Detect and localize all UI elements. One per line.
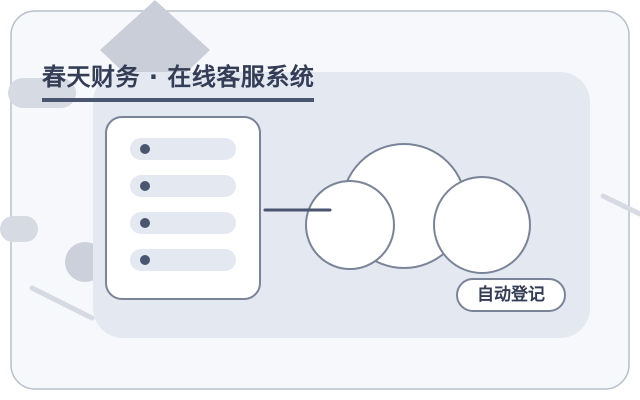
cloud-circle-left — [305, 180, 395, 270]
auto-register-button[interactable]: 自动登记 — [456, 278, 566, 312]
list-row — [130, 175, 236, 197]
cloud-circle-right — [433, 176, 531, 274]
deco-line-left — [29, 285, 95, 321]
list-row — [130, 249, 236, 271]
deco-pill-left-lower — [0, 216, 38, 242]
list-bullet — [140, 218, 150, 228]
list-bullet — [140, 181, 150, 191]
deco-diamond — [100, 0, 210, 102]
page-title: 春天财务 · 在线客服系统 — [42, 60, 315, 102]
list-bullet — [140, 255, 150, 265]
list-bullet — [140, 144, 150, 154]
list-card-icon — [105, 116, 261, 300]
list-row — [130, 212, 236, 234]
list-row — [130, 138, 236, 160]
cloud-icon — [305, 143, 531, 274]
deco-line-right — [600, 193, 640, 217]
